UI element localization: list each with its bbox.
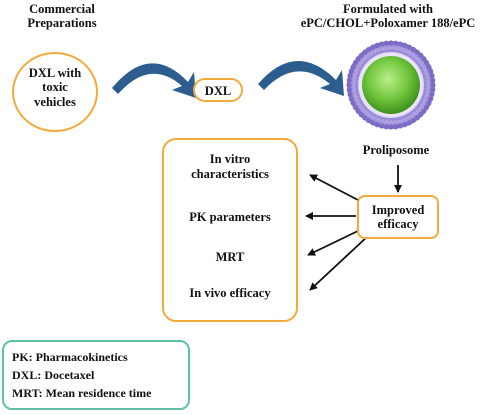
legend-pk: PK: Pharmacokinetics bbox=[12, 350, 128, 364]
dxl-with-vehicles-node: DXL with toxic vehicles bbox=[12, 52, 98, 132]
outcome-mrt: MRT bbox=[215, 250, 245, 264]
left-title: Commercial Preparations bbox=[12, 2, 112, 31]
dxl-vehicles-line1: DXL with bbox=[28, 66, 82, 80]
legend-mrt: MRT: Mean residence time bbox=[12, 386, 152, 400]
outcomes-box: In vitro characteristics PK parameters M… bbox=[162, 138, 298, 322]
dxl-label: DXL bbox=[204, 84, 232, 98]
improved-efficacy-node: Improved efficacy bbox=[357, 195, 439, 239]
arrow-to-in-vitro bbox=[309, 174, 359, 201]
outcome-in-vitro: In vitro characteristics bbox=[164, 152, 296, 182]
abbreviation-legend: PK: Pharmacokinetics DXL: Docetaxel MRT:… bbox=[2, 340, 190, 410]
right-title-line1: Formulated with bbox=[343, 2, 433, 16]
arrow-to-mrt bbox=[307, 229, 361, 256]
proliposome-illustration bbox=[346, 40, 436, 130]
proliposome-label: Proliposome bbox=[362, 143, 430, 157]
right-title-line2: ePC/CHOL+Poloxamer 188/ePC bbox=[300, 16, 476, 31]
curved-arrow-1 bbox=[112, 63, 196, 98]
outcome-in-vitro-line1: In vitro bbox=[209, 152, 251, 166]
dxl-node: DXL bbox=[193, 78, 243, 102]
curved-arrow-2 bbox=[258, 60, 344, 96]
dxl-vehicles-line2: toxic bbox=[42, 80, 68, 95]
legend-dxl: DXL: Docetaxel bbox=[12, 368, 95, 382]
outcome-pk-parameters: PK parameters bbox=[189, 210, 271, 224]
outcome-in-vivo: In vivo efficacy bbox=[189, 286, 271, 300]
right-title: Formulated with ePC/CHOL+Poloxamer 188/e… bbox=[276, 2, 500, 31]
improved-line2: efficacy bbox=[377, 217, 419, 232]
improved-line1: Improved bbox=[371, 203, 425, 217]
left-title-line2: Preparations bbox=[27, 16, 97, 31]
arrow-to-in-vivo bbox=[309, 235, 369, 291]
dxl-vehicles-line3: vehicles bbox=[34, 94, 76, 109]
left-title-line1: Commercial bbox=[29, 2, 95, 16]
outcome-in-vitro-line2: characteristics bbox=[191, 167, 269, 181]
